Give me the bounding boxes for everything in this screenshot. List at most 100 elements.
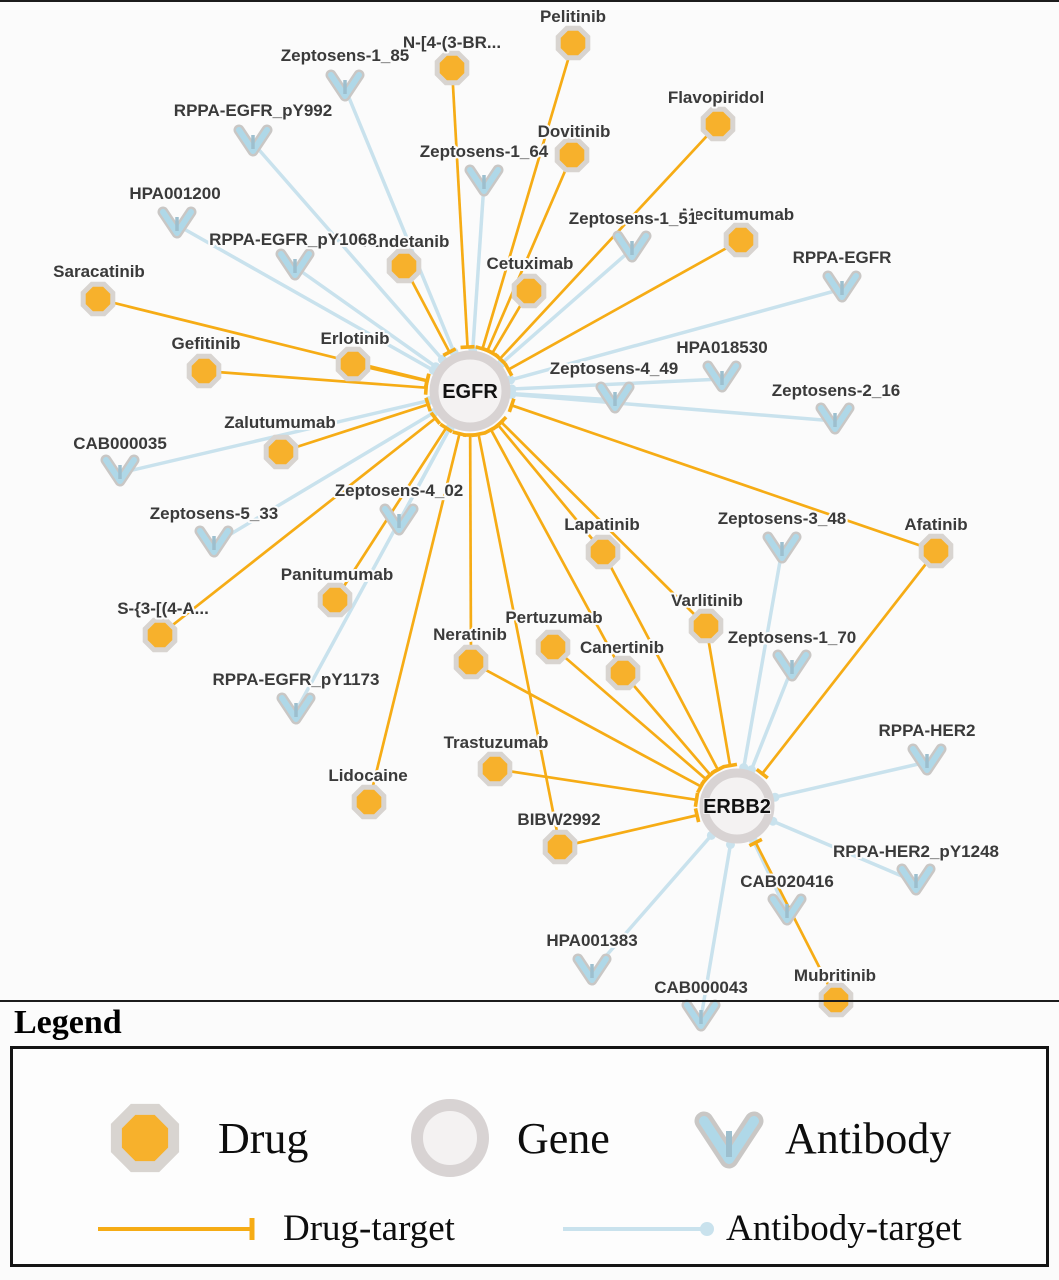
legend-item-gene-label: Gene (517, 1113, 610, 1163)
antibody-label-rppa-egfr-py1173: RPPA-EGFR_pY1173 (213, 670, 380, 689)
drug-label-saracatinib: Saracatinib (53, 262, 145, 281)
drug-label-lidocaine: Lidocaine (328, 766, 407, 785)
drug-target-edge-lidocaine-egfr (367, 433, 461, 803)
antibody-label-hpa001383: HPA001383 (546, 931, 637, 950)
drug-edge-tee (700, 772, 712, 786)
antibody-node-rppa-egfr-py1173 (276, 692, 316, 725)
drug-target-edge-lapatinib-egfr (496, 424, 605, 553)
drug-target-edge-pertuzumab-erbb2 (552, 645, 707, 781)
antibody-target-edge-zeptosens-3-48 (742, 549, 784, 768)
antibody-label-hpa018530: HPA018530 (676, 338, 767, 357)
drug-target-edge-flavopiridol-egfr (498, 123, 719, 360)
drug-edge-tee (507, 398, 516, 413)
antibody-label-zeptosens-2-16: Zeptosens-2_16 (772, 381, 901, 400)
drug-node-lidocaine (351, 784, 387, 820)
drug-node-neratinib (453, 644, 489, 680)
antibody-node-zeptosens-1-70 (772, 649, 812, 682)
legend-item-drug-target: Drug-target (92, 1207, 455, 1250)
drug-target-edge-lapatinib-erbb2 (601, 551, 720, 771)
antibody-target-edge-rppa-egfr-py1173 (294, 427, 452, 712)
legend-item-gene: Gene (404, 1092, 610, 1184)
antibody-node-zeptosens-4-02 (379, 503, 419, 536)
drug-label-s-3-4-a: S-{3-[(4-A... (117, 599, 209, 618)
drug-node-cetuximab (511, 273, 547, 309)
antibody-node-rppa-egfr-py1068 (275, 248, 315, 281)
drug-edge-tee (442, 347, 457, 357)
antibody-target-edge-cab020416 (752, 840, 789, 913)
gene-node-egfr (429, 350, 511, 432)
legend-item-drug-label: Drug (218, 1113, 309, 1163)
antibody-target-edge-rppa-egfr-py992 (251, 141, 444, 361)
drug-edge-tee (748, 837, 763, 848)
drug-target-edge-varlitinib-erbb2 (704, 625, 732, 766)
drug-node-zalutumumab (263, 434, 299, 470)
antibody-label-zeptosens-5-33: Zeptosens-5_33 (150, 504, 279, 523)
drug-target-edge-s-3-4-a-egfr (159, 417, 437, 637)
antibody-label-cab000043: CAB000043 (654, 978, 748, 997)
drug-label-cetuximab: Cetuximab (487, 254, 574, 273)
legend-item-antibody-label: Antibody (785, 1113, 952, 1163)
drug-label-vandetanib: Vandetanib (359, 232, 450, 251)
gene-node-erbb2 (699, 768, 775, 844)
antibody-label-zeptosens-3-48: Zeptosens-3_48 (718, 509, 847, 528)
drug-target-edge-canertinib-erbb2 (621, 672, 712, 776)
drug-label-varlitinib: Varlitinib (671, 591, 743, 610)
drug-target-edge-canertinib-egfr (489, 429, 625, 674)
antibody-label-zeptosens-4-02: Zeptosens-4_02 (335, 481, 464, 500)
drug-label-zalutumumab: Zalutumumab (224, 413, 335, 432)
antibody-node-zeptosens-4-49 (595, 381, 635, 414)
antibody-label-rppa-egfr-py1068: RPPA-EGFR_pY1068 (209, 230, 377, 249)
figure-top-rule (0, 0, 1059, 2)
drug-label-erlotinib: Erlotinib (321, 329, 390, 348)
drug-node-afatinib (918, 533, 954, 569)
antibody-target-edge-zeptosens-1-64 (471, 182, 486, 350)
legend-item-antibody-target-label: Antibody-target (726, 1208, 962, 1249)
antibody-label-cab000035: CAB000035 (73, 434, 167, 453)
drug-label-afatinib: Afatinib (904, 515, 967, 534)
drug-node-vandetanib (386, 248, 422, 284)
gene-label-erbb2: ERBB2 (703, 796, 771, 818)
drug-target-edge-n-4-3-br-egfr (450, 67, 469, 348)
gene-label-egfr: EGFR (442, 381, 498, 403)
drug-label-trastuzumab: Trastuzumab (444, 733, 549, 752)
antibody-node-hpa001383 (572, 953, 612, 986)
drug-legend-icon (110, 1103, 180, 1173)
drug-target-edge-zalutumumab-egfr (280, 403, 429, 454)
antibody-target-edge-zeptosens-1-51 (500, 247, 634, 365)
edge-layer (97, 42, 938, 1019)
drug-node-saracatinib (80, 281, 116, 317)
drug-edge-tee (483, 424, 498, 435)
antibody-target-edge-rppa-egfr (510, 287, 843, 382)
drug-label-n-4-3-br: N-[4-(3-BR... (403, 33, 501, 52)
antibody-target-edge-zeptosens-5-33 (213, 411, 435, 546)
antibody-label-zeptosens-1-64: Zeptosens-1_64 (420, 142, 549, 161)
drug-label-necitumumab: Necitumumab (682, 205, 794, 224)
drug-node-pertuzumab (535, 629, 571, 665)
drug-label-panitumumab: Panitumumab (281, 565, 393, 584)
antibody-label-rppa-her2: RPPA-HER2 (879, 721, 976, 740)
drug-edge-tee (503, 362, 514, 377)
drug-target-edge-afatinib-egfr (511, 404, 937, 553)
drug-target-edge-neratinib-egfr (468, 434, 473, 663)
antibody-label-zeptosens-1-51: Zeptosens-1_51 (569, 209, 698, 228)
drug-edge-tee (423, 373, 431, 389)
antibody-target-edge-zeptosens-1-85 (343, 87, 456, 353)
antibody-node-zeptosens-1-85 (325, 69, 365, 102)
node-layer (80, 25, 954, 1032)
drug-target-edge-saracatinib-egfr (97, 297, 428, 382)
drug-node-varlitinib (688, 608, 724, 644)
gene-legend-icon (411, 1099, 489, 1177)
antibody-node-zeptosens-3-48 (762, 531, 802, 564)
drug-node-trastuzumab (477, 751, 513, 787)
antibody-node-zeptosens-2-16 (815, 402, 855, 435)
antibody-target-edge-rppa-her2 (774, 760, 928, 799)
drug-target-edge-mubritinib-erbb2 (754, 841, 838, 1001)
antibody-node-rppa-her2 (907, 743, 947, 776)
antibody-node-zeptosens-1-51 (612, 230, 652, 263)
drug-label-neratinib: Neratinib (433, 625, 507, 644)
drug-label-dovitinib: Dovitinib (538, 122, 611, 141)
antibody-target-edge-rppa-her2-py1248 (772, 819, 917, 884)
drug-node-flavopiridol (700, 106, 736, 142)
